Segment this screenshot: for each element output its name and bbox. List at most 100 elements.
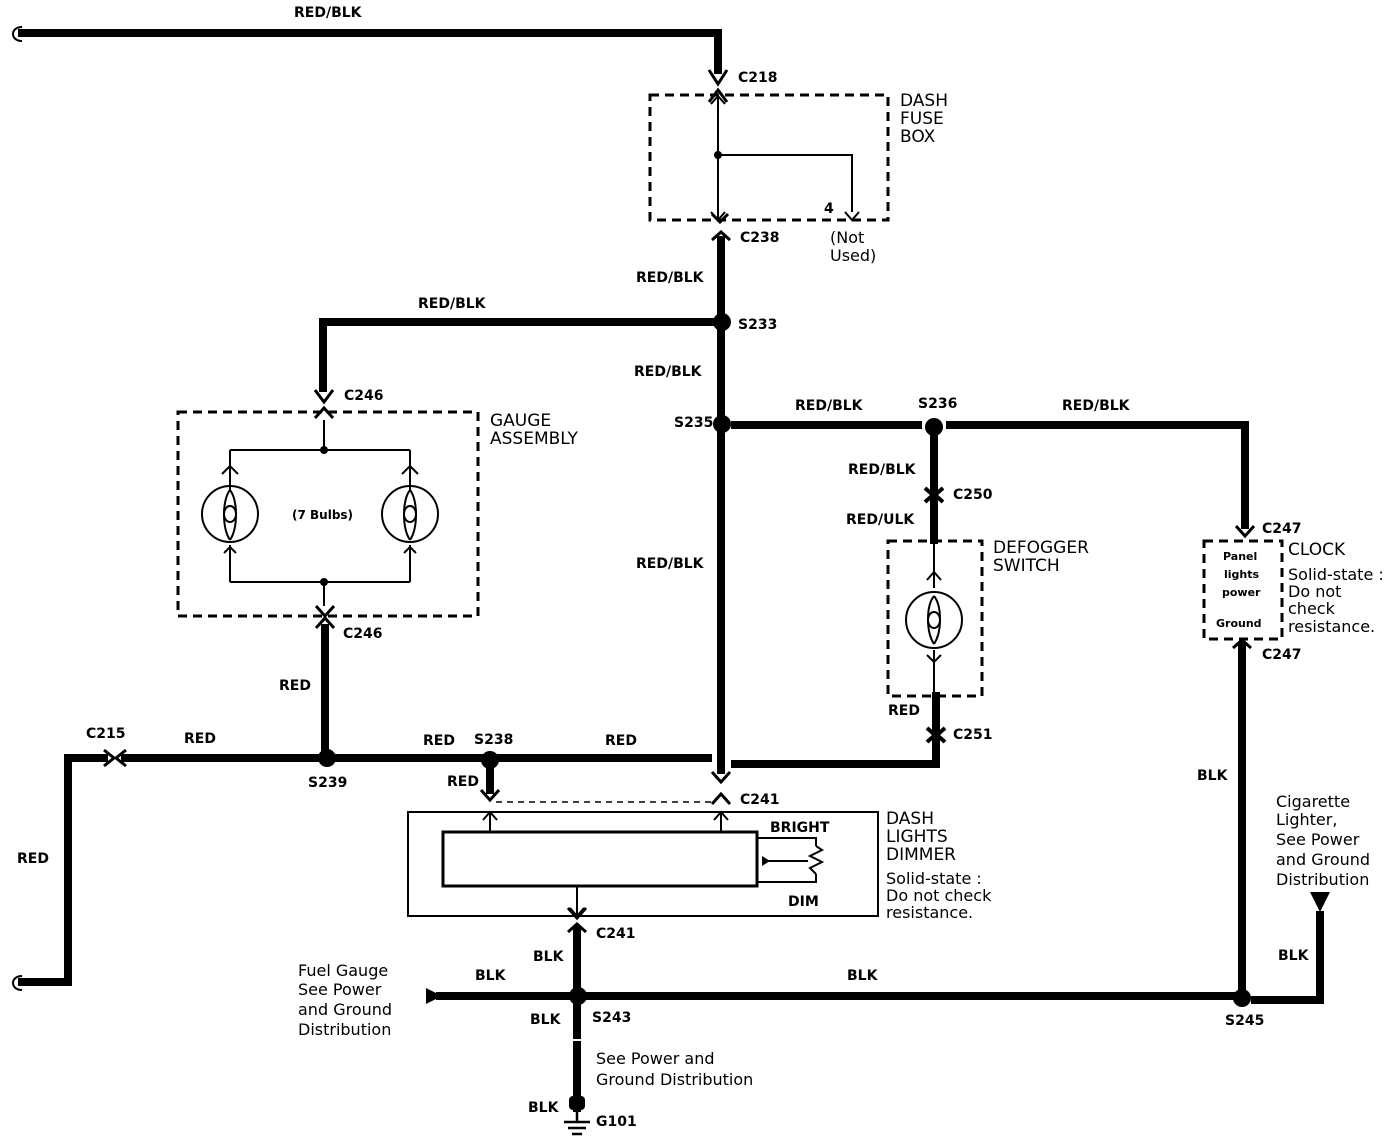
dimmer-arrow-bottom xyxy=(569,886,585,918)
dimmer-bright-label: BRIGHT xyxy=(770,820,830,836)
dimmer-arrow-left xyxy=(482,810,498,832)
dimmer-title: DASH xyxy=(886,809,934,829)
connector-label-c215: C215 xyxy=(86,726,126,742)
clock-panel-label: lights xyxy=(1224,568,1260,581)
connector-c247-top-symbol xyxy=(1234,524,1256,539)
clock-ground-label: Ground xyxy=(1216,617,1262,630)
wire-label: RED/BLK xyxy=(795,398,864,414)
fuse-box-outline xyxy=(648,93,890,222)
splice-label-s233: S233 xyxy=(738,317,777,333)
dimmer-title: LIGHTS xyxy=(886,827,948,847)
connector-label-c250: C250 xyxy=(953,487,993,503)
wire-red-to-c251 xyxy=(731,738,940,768)
splice-s245-dot xyxy=(1233,989,1251,1007)
defogger-title: SWITCH xyxy=(993,556,1060,576)
connector-c241-top-symbol xyxy=(710,770,732,806)
wire-label: RED xyxy=(279,678,311,694)
gauge-title: ASSEMBLY xyxy=(490,429,578,449)
connector-c218-symbol xyxy=(707,69,729,103)
wire-label: BLK xyxy=(528,1100,560,1116)
wire-label: RED xyxy=(423,733,455,749)
connector-s238-symbol xyxy=(479,788,501,803)
dimmer-arrow-right xyxy=(713,810,729,832)
cigarette-lighter-ref: See Power xyxy=(1276,830,1360,849)
defogger-title: DEFOGGER xyxy=(993,538,1089,558)
wire-label: RED/BLK xyxy=(636,556,705,572)
wire-label: RED xyxy=(17,851,49,867)
clock-note: resistance. xyxy=(1288,617,1375,636)
wire-label: RED/BLK xyxy=(294,5,363,21)
cigarette-lighter-ref: and Ground xyxy=(1276,850,1370,869)
wire-label: RED/BLK xyxy=(848,462,917,478)
lighter-arrow-icon xyxy=(1310,892,1330,912)
cigarette-lighter-ref: Cigarette xyxy=(1276,792,1350,811)
connector-label-c246: C246 xyxy=(343,626,383,642)
connector-label-c241: C241 xyxy=(596,926,636,942)
bulb-icon xyxy=(381,464,439,554)
clock-title: CLOCK xyxy=(1288,540,1346,560)
cigarette-lighter-ref: Lighter, xyxy=(1276,810,1337,829)
wire-label: RED/BLK xyxy=(636,270,705,286)
wire-label: RED/BLK xyxy=(1062,398,1131,414)
fuse-number: 4 xyxy=(824,201,834,217)
connector-c251-symbol xyxy=(925,726,947,744)
fuel-gauge-ref: Fuel Gauge xyxy=(298,961,388,980)
connector-label-c238: C238 xyxy=(740,230,780,246)
wire-lighter-s245 xyxy=(1251,911,1324,1004)
connector-label-g101: G101 xyxy=(596,1114,637,1130)
cigarette-lighter-ref: Distribution xyxy=(1276,870,1369,889)
splice-s236-dot xyxy=(925,418,943,436)
gauge-assembly-outline xyxy=(176,410,480,618)
connector-c250-symbol xyxy=(923,486,945,504)
dimmer-note: Do not check xyxy=(886,886,992,905)
ground-distribution-ref: See Power and xyxy=(596,1049,715,1068)
splice-label-s239: S239 xyxy=(308,775,347,791)
wire-top-feed xyxy=(18,29,722,74)
wire-label: BLK xyxy=(1197,768,1229,784)
wires xyxy=(18,29,1324,1112)
wire-label: RED xyxy=(447,774,479,790)
gauge-assembly xyxy=(176,410,480,618)
clock xyxy=(1202,539,1284,641)
wire-s236-clock xyxy=(946,421,1249,529)
splice-s235-dot xyxy=(713,415,731,433)
gauge-junction-bottom xyxy=(320,578,328,586)
dimmer-note: resistance. xyxy=(886,903,973,922)
wire-label: RED xyxy=(605,733,637,749)
rheostat-resistor-icon xyxy=(807,845,825,875)
splice-s243-dot xyxy=(569,987,587,1005)
dimmer-note: Solid-state : xyxy=(886,869,982,888)
dimmer-inner-box xyxy=(441,830,759,888)
connector-label-c251: C251 xyxy=(953,727,993,743)
connector-label-c241: C241 xyxy=(740,792,780,808)
dash-fuse-box xyxy=(648,93,890,222)
connector-label-c247: C247 xyxy=(1262,521,1302,537)
wire-label: RED/BLK xyxy=(634,364,703,380)
splice-s238-dot xyxy=(481,751,499,769)
fuel-gauge-ref: See Power xyxy=(298,980,382,999)
clock-panel-label: Panel xyxy=(1223,550,1257,563)
connector-c246-top-symbol xyxy=(313,389,335,420)
ground-distribution-ref: Ground Distribution xyxy=(596,1070,753,1089)
fuse-box-junction-dot xyxy=(714,151,722,159)
splice-s233-dot xyxy=(713,313,731,331)
splice-s239-dot xyxy=(318,749,336,767)
clock-note: Solid-state : xyxy=(1288,565,1384,584)
ground-icon xyxy=(564,1096,590,1136)
gauge-title: GAUGE xyxy=(490,411,551,431)
wire-label: BLK xyxy=(533,949,565,965)
bulb-icon xyxy=(905,591,963,649)
clock-panel-label: power xyxy=(1222,586,1261,599)
splice-label-s245: S245 xyxy=(1225,1013,1264,1029)
wire-s233-gauge xyxy=(319,318,724,392)
defogger-arrows xyxy=(926,570,942,664)
fuse-box-arrow-top xyxy=(710,94,726,105)
wire-end-curl-top xyxy=(12,26,23,42)
fuse-not-used: (Not xyxy=(830,228,864,247)
splice-labels: S233 S235 S236 S238 S239 S243 S245 xyxy=(308,317,1264,1029)
wire-label: RED xyxy=(184,731,216,747)
fuel-gauge-arrow-icon xyxy=(426,988,442,1004)
rheostat-wiper-arrow-icon xyxy=(762,856,770,866)
fuse-not-used: Used) xyxy=(830,246,876,265)
